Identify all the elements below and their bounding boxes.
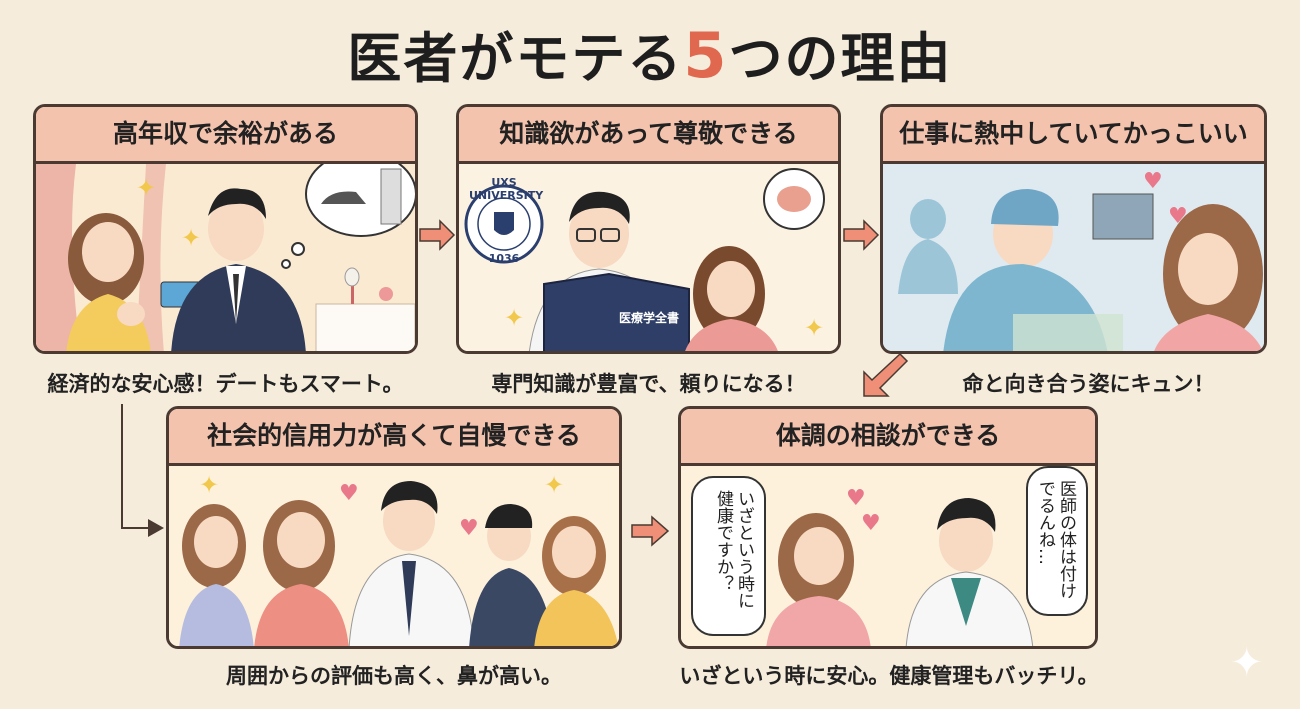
- woman-speech-bubble: いざという時に健康ですか？: [691, 476, 766, 636]
- sparkle-icon: ✦: [136, 174, 157, 202]
- corner-sparkle-icon: ✦: [1230, 640, 1264, 686]
- panel-heading: 知識欲があって尊敬できる: [459, 107, 838, 164]
- caption-trust: 周囲からの評価も高く、鼻が高い。: [226, 664, 562, 688]
- sparkle-icon: ✦: [199, 471, 220, 499]
- scene-surgery: ♥ ♥: [883, 164, 1264, 351]
- panel-heading: 仕事に熱中していてかっこいい: [883, 107, 1264, 164]
- panel-health: 体調の相談ができる いざという時に健康ですか？ 医師の体は付けでるんね… ♥ ♥: [678, 406, 1098, 649]
- book-title: 医療学全書: [619, 311, 680, 325]
- scene-doctor-reading: 医療学全書 UXS UNIVERSITY 1036 ✦ ✦: [459, 164, 838, 351]
- seal-year: 1036: [488, 252, 520, 265]
- panel-heading: 高年収で余裕がある: [36, 107, 415, 164]
- arrow-right-icon: [631, 515, 670, 547]
- caption-health: いざという時に安心。健康管理もバッチリ。: [679, 664, 1099, 688]
- title-prefix: 医者がモテる: [347, 27, 684, 90]
- caption-income: 経済的な安心感！デートもスマート。: [47, 372, 404, 396]
- sparkle-icon: ✦: [544, 471, 565, 499]
- title-number: 5: [683, 19, 729, 92]
- panel-heading: 体調の相談ができる: [681, 409, 1095, 466]
- title-suffix: つの理由: [728, 27, 953, 90]
- arrow-right-icon: [843, 219, 880, 251]
- panel-income: 高年収で余裕がある: [33, 104, 418, 354]
- scene-group: ✦ ✦ ♥ ♥: [169, 466, 619, 646]
- panel-heading: 社会的信用力が高くて自慢できる: [169, 409, 619, 466]
- page-title: 医者がモテる5つの理由: [0, 14, 1300, 93]
- connector-arrow-icon: [121, 404, 164, 537]
- heart-icon: ♥: [846, 486, 866, 511]
- heart-icon: ♥: [1143, 169, 1163, 194]
- heart-icon: ♥: [459, 516, 479, 541]
- sparkle-icon: ✦: [181, 224, 202, 252]
- panel-passion: 仕事に熱中していてかっこいい ♥ ♥: [880, 104, 1267, 354]
- scene-restaurant-date: ✦ ✦: [36, 164, 415, 351]
- doctor-speech-bubble: 医師の体は付けでるんね…: [1026, 466, 1088, 616]
- sparkle-icon: ✦: [804, 314, 825, 342]
- panel-trust: 社会的信用力が高くて自慢できる ✦ ✦ ♥: [166, 406, 622, 649]
- heart-icon: ♥: [339, 481, 359, 506]
- caption-passion: 命と向き合う姿にキュン！: [962, 372, 1215, 396]
- heart-icon: ♥: [861, 511, 881, 536]
- arrow-down-left-icon: [863, 352, 909, 397]
- caption-knowledge: 専門知識が豊富で、頼りになる！: [491, 372, 806, 396]
- heart-icon: ♥: [1168, 204, 1188, 229]
- seal-name: UXS UNIVERSITY: [469, 176, 544, 202]
- scene-consultation: いざという時に健康ですか？ 医師の体は付けでるんね… ♥ ♥: [681, 466, 1095, 646]
- arrow-right-icon: [419, 219, 456, 251]
- panel-knowledge: 知識欲があって尊敬できる 医療学全書 UXS UNIVERSITY 1036: [456, 104, 841, 354]
- sparkle-icon: ✦: [504, 304, 525, 332]
